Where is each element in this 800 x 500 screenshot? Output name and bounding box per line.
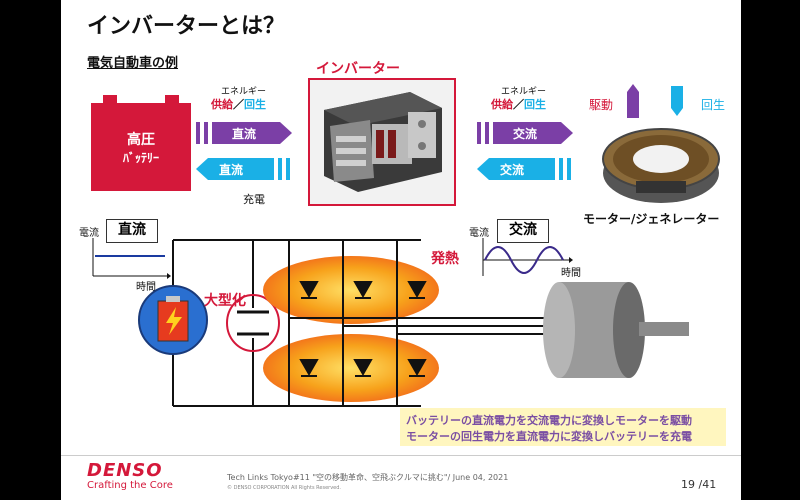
motor-arrows	[627, 84, 683, 118]
energy-flow-right: 供給／回生	[491, 96, 546, 112]
ac-arrows-right	[477, 122, 573, 180]
battery-block: 高圧 ﾊﾞｯﾃﾘｰ	[91, 103, 191, 191]
battery-terminal	[165, 95, 179, 103]
energy-label-right: エネルギー	[501, 87, 547, 97]
ac-current-label: 電流	[469, 228, 489, 239]
note-line-1: バッテリーの直流電力を交流電力に変換しモーターを駆動	[406, 414, 692, 427]
dc-arrow-top-label: 直流	[231, 127, 256, 141]
supply-label: 供給	[491, 98, 513, 111]
dc-legend: 直流	[106, 219, 158, 243]
slide: インバーターとは？ 電気自動車の例 高圧 ﾊﾞｯﾃﾘｰ エネルギー 供給／回生 …	[61, 0, 741, 500]
dc-current-label: 電流	[79, 228, 99, 239]
regen-label: 回生	[524, 98, 546, 111]
heat-label: 発熱	[431, 251, 459, 267]
energy-label-left: エネルギー	[221, 87, 267, 97]
page-title: インバーターとは？	[87, 14, 286, 39]
regen-label: 回生	[244, 98, 266, 111]
battery-label-2: ﾊﾞｯﾃﾘｰ	[122, 151, 159, 165]
bigger-label: 大型化	[204, 293, 246, 309]
inverter-photo	[308, 78, 456, 206]
footer-divider	[61, 455, 741, 456]
dc-arrows-left	[196, 122, 292, 180]
tagline: Crafting the Core	[87, 480, 173, 491]
slash: ／	[233, 98, 244, 111]
motor-regen-label: 回生	[701, 98, 726, 112]
denso-logo: DENSO	[87, 460, 163, 481]
slash: ／	[513, 98, 524, 111]
motor-illustration	[602, 128, 720, 203]
motor-caption: モーター/ジェネレーター	[583, 212, 720, 226]
battery-terminal	[103, 95, 117, 103]
page-number: 19 /41	[681, 478, 717, 491]
footer-event: Tech Links Tokyo#11 "空の移動革命、空飛ぶクルマに挑む"/ …	[227, 473, 509, 482]
inverter-circuit	[172, 239, 689, 407]
dc-arrow-bottom-label: 直流	[218, 163, 243, 177]
energy-flow-left: 供給／回生	[211, 96, 266, 112]
battery-icon	[138, 285, 208, 355]
footer-copyright: © DENSO CORPORATION All Rights Reserved.	[227, 485, 341, 491]
inverter-label: インバーター	[316, 61, 400, 77]
note-line-2: モーターの回生電力を直流電力に変換しバッテリーを充電	[406, 430, 692, 443]
battery-label-1: 高圧	[127, 132, 155, 148]
dc-time-label: 時間	[136, 282, 156, 293]
ac-arrow-top-label: 交流	[512, 127, 537, 141]
ac-time-label: 時間	[561, 268, 581, 279]
ac-arrow-bottom-label: 交流	[499, 163, 524, 177]
subtitle: 電気自動車の例	[87, 56, 179, 71]
note-box: バッテリーの直流電力を交流電力に変換しモーターを駆動 モーターの回生電力を直流電…	[400, 408, 726, 446]
dc-waveform	[92, 238, 171, 279]
ac-legend: 交流	[497, 219, 549, 243]
drive-label: 駆動	[589, 98, 614, 112]
charge-label: 充電	[243, 193, 265, 206]
supply-label: 供給	[211, 98, 233, 111]
ac-waveform	[482, 238, 573, 276]
inverter-illustration	[310, 80, 454, 204]
